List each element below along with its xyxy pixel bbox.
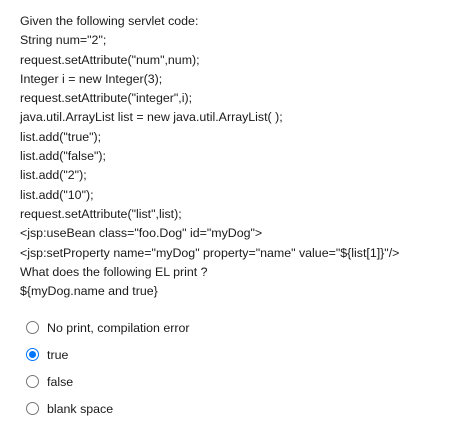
radio-button[interactable]: [26, 348, 39, 361]
question-line: Given the following servlet code:: [20, 14, 199, 28]
code-line: list.add("10");: [20, 187, 94, 202]
answer-option[interactable]: false: [26, 368, 190, 395]
code-line: list.add("2");: [20, 168, 87, 183]
code-line: Integer i = new Integer(3);: [20, 71, 163, 86]
answer-option[interactable]: No print, compilation error: [26, 314, 190, 341]
answer-option-label[interactable]: false: [47, 374, 74, 389]
answer-option-label[interactable]: true: [47, 347, 69, 362]
question-prompt: What does the following EL print ?: [20, 264, 208, 279]
answer-option[interactable]: true: [26, 341, 190, 368]
code-line: <jsp:setProperty name="myDog" property="…: [20, 245, 400, 260]
answer-option-label[interactable]: No print, compilation error: [47, 320, 190, 335]
radio-button[interactable]: [26, 402, 39, 415]
el-expression: ${myDog.name and true}: [20, 284, 158, 299]
code-line: list.add("false");: [20, 149, 106, 164]
code-line: java.util.ArrayList list = new java.util…: [20, 110, 283, 125]
code-line: request.setAttribute("integer",i);: [20, 91, 193, 106]
radio-button[interactable]: [26, 321, 39, 334]
code-line: request.setAttribute("num",num);: [20, 52, 200, 67]
code-line: request.setAttribute("list",list);: [20, 206, 182, 221]
answer-option[interactable]: blank space: [26, 395, 190, 422]
code-line: <jsp:useBean class="foo.Dog" id="myDog">: [20, 226, 263, 241]
radio-button[interactable]: [26, 375, 39, 388]
question-text: Given the following servlet code: String…: [20, 12, 445, 301]
answer-option-label[interactable]: blank space: [47, 401, 114, 416]
code-line: list.add("true");: [20, 129, 102, 144]
code-line: String num="2";: [20, 33, 107, 48]
answer-options: No print, compilation error true false b…: [26, 314, 190, 422]
